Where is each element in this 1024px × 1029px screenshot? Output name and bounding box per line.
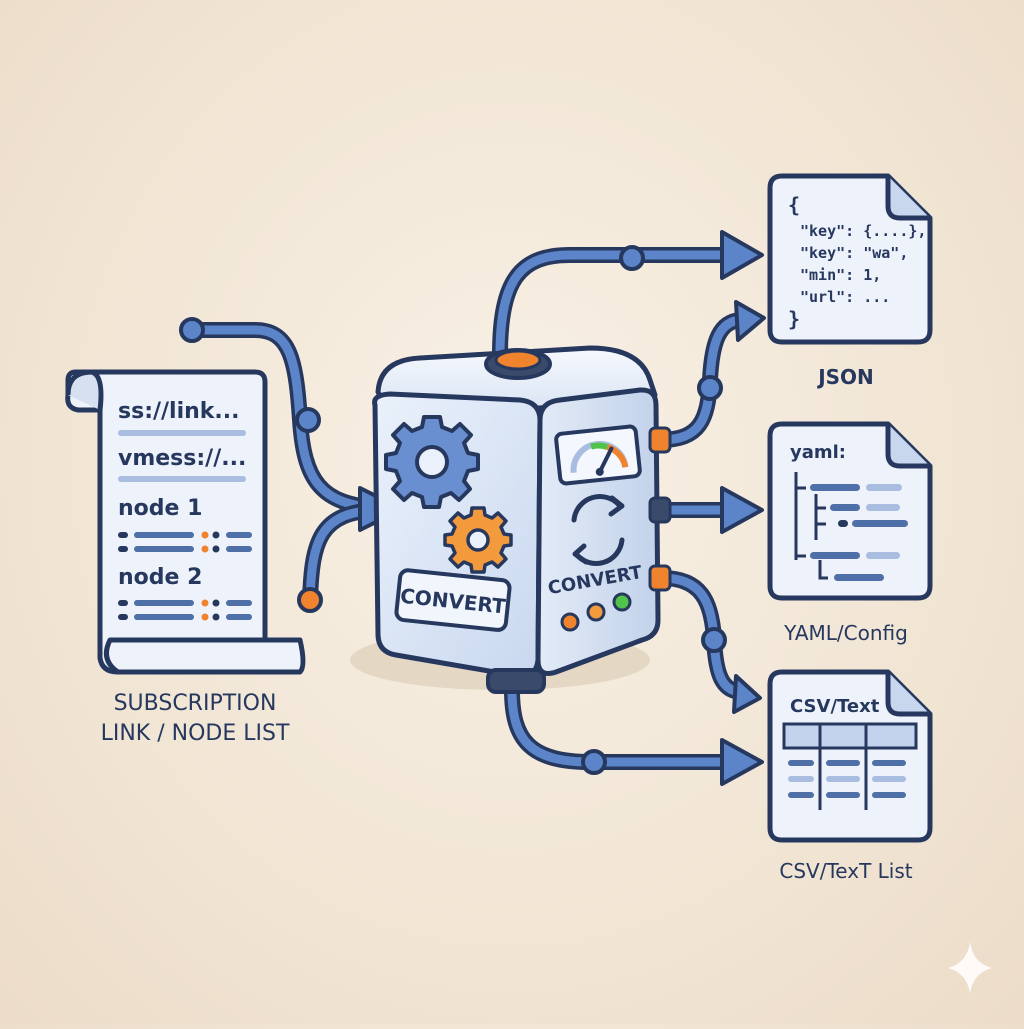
yaml-lines	[810, 484, 908, 581]
yaml-header: yaml:	[790, 442, 846, 463]
yaml-caption: YAML/Config	[783, 621, 908, 645]
side-ports	[648, 426, 672, 592]
csv-caption: CSV/TexT List	[779, 859, 912, 883]
indicator-light-orange	[560, 612, 580, 632]
arrow-right-icon	[720, 486, 764, 534]
output-pipe-top	[492, 247, 738, 363]
sparkle-icon	[948, 942, 992, 994]
json-line-0: {	[788, 193, 800, 217]
arrow-heads	[358, 230, 766, 786]
arrow-right-icon	[732, 674, 762, 714]
indicator-lights	[560, 592, 632, 632]
output-pipe-csv-upper	[654, 570, 748, 700]
convert-front-plate: CONVERT	[394, 568, 512, 632]
node2-details	[118, 599, 252, 621]
csv-document: CSV/Text	[767, 669, 933, 843]
output-pipe-bottom	[504, 682, 738, 770]
source-line-ss: ss://link...	[118, 399, 240, 424]
arrow-right-icon	[720, 230, 764, 280]
yaml-document: yaml:	[767, 421, 933, 601]
json-line-3: "min": 1,	[800, 266, 881, 284]
json-line-5: }	[788, 307, 800, 331]
arrow-right-icon	[734, 300, 766, 342]
subscription-scroll: ss://link... vmess://... node 1 node 2	[65, 369, 306, 675]
source-line-node2: node 2	[118, 565, 202, 590]
converter-machine: CONVERT CONVERT	[350, 345, 672, 694]
gear-icon	[384, 415, 480, 509]
node1-details	[118, 531, 252, 553]
source-line-vmess: vmess://...	[118, 446, 246, 471]
csv-table	[782, 722, 918, 810]
gauge-icon	[554, 424, 642, 486]
arrow-right-icon	[720, 738, 764, 786]
json-line-2: "key": "wa",	[800, 244, 908, 262]
pipe-joints	[179, 245, 727, 775]
json-line-4: "url": ...	[800, 288, 890, 306]
indicator-light-amber	[586, 602, 606, 622]
source-line-node1: node 1	[118, 496, 202, 521]
json-caption: JSON	[816, 365, 874, 389]
csv-header: CSV/Text	[790, 696, 880, 717]
indicator-light-green	[612, 592, 632, 612]
refresh-icon	[571, 494, 625, 566]
json-document: { "key": {....}, "key": "wa", "min": 1, …	[767, 173, 933, 345]
source-caption-line2: LINK / NODE LIST	[101, 721, 290, 746]
yaml-tree	[794, 472, 828, 580]
json-line-1: "key": {....},	[800, 222, 926, 240]
gear-icon	[443, 506, 513, 574]
source-caption-line1: SUBSCRIPTION	[114, 691, 277, 716]
